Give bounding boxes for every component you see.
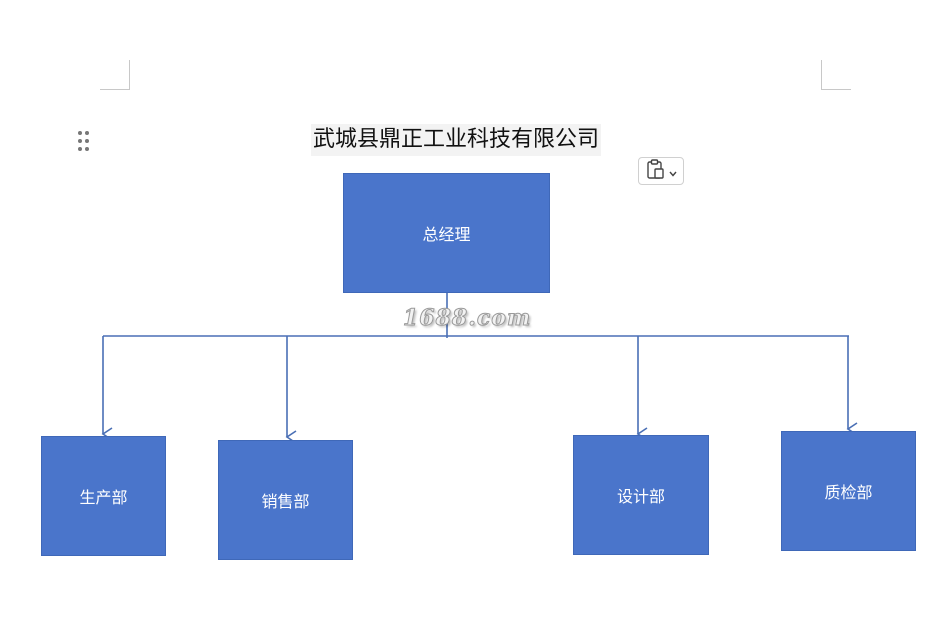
- chevron-down-icon: [668, 162, 677, 181]
- org-node-label: 总经理: [422, 225, 471, 244]
- watermark: 1688.com: [402, 305, 532, 332]
- org-node-label: 销售部: [261, 492, 310, 511]
- org-node-design-dept[interactable]: 设计部: [573, 435, 709, 555]
- org-node-sales-dept[interactable]: 销售部: [218, 440, 353, 560]
- org-node-label: 质检部: [824, 483, 873, 502]
- org-node-label: 生产部: [79, 488, 128, 507]
- page-margin-corner-top-left: [100, 60, 130, 90]
- page-title[interactable]: 武城县鼎正工业科技有限公司: [311, 124, 602, 156]
- drag-handle-icon[interactable]: [77, 130, 91, 152]
- org-node-general-manager[interactable]: 总经理: [343, 173, 550, 293]
- org-node-qc-dept[interactable]: 质检部: [781, 431, 916, 551]
- clipboard-icon: [646, 158, 666, 184]
- org-node-label: 设计部: [616, 487, 665, 506]
- paste-options-button[interactable]: [638, 157, 684, 185]
- page-margin-corner-top-right: [821, 60, 851, 90]
- org-node-production-dept[interactable]: 生产部: [41, 436, 166, 556]
